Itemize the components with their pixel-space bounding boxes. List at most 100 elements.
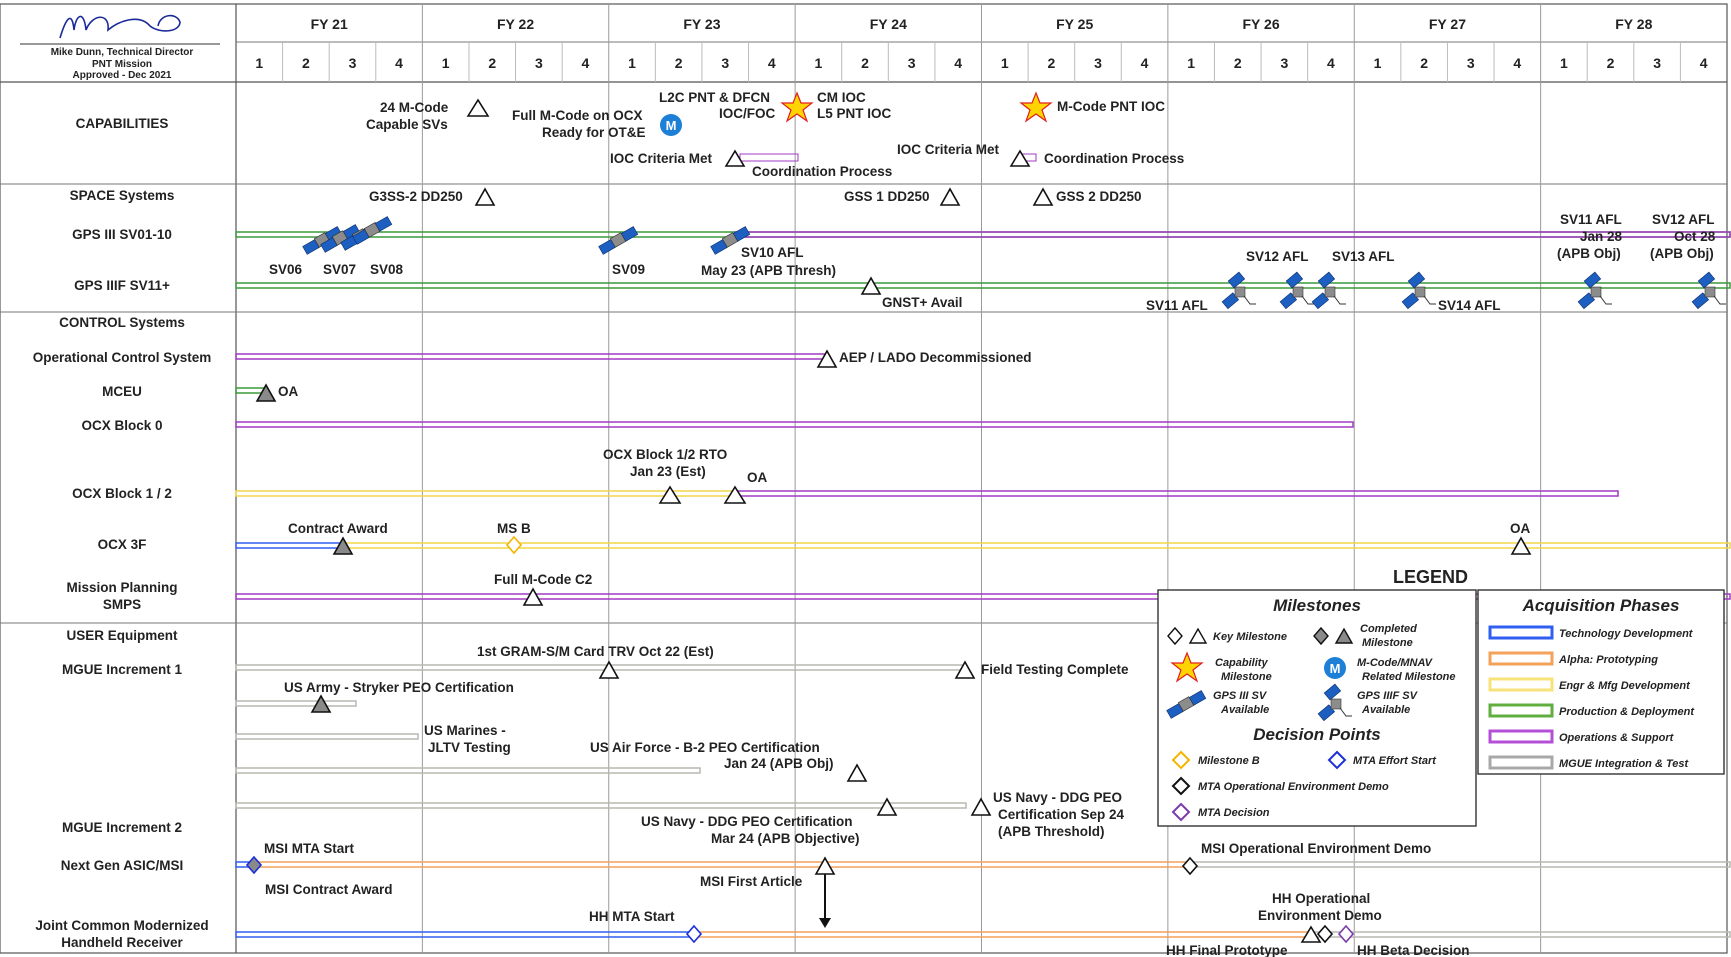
completed-triangle-icon: [1334, 627, 1354, 644]
fiscal-year-label: FY 28: [1615, 16, 1652, 32]
ann-capable-svs: Capable SVs: [366, 117, 448, 132]
phase-label: Technology Development: [1559, 628, 1694, 640]
ann-gss1: GSS 1 DD250: [844, 189, 930, 204]
decision-diamonds: [245, 535, 1355, 944]
mta-start-diamond-icon: [1327, 750, 1347, 770]
svg-text:Capability: Capability: [1215, 657, 1268, 669]
row-ocx-3f: OCX 3F: [98, 537, 147, 552]
quarter-label: 3: [1467, 55, 1475, 71]
phase-swatch: [1488, 729, 1554, 744]
triangle-milestone-icon: [816, 349, 838, 368]
quarter-label: 3: [1280, 55, 1288, 71]
quarter-label: 2: [1047, 55, 1055, 71]
ann-coord-2: Coordination Process: [1044, 151, 1184, 166]
phase-label: Engr & Mfg Development: [1559, 680, 1691, 692]
completed-triangle-icon: [332, 536, 354, 555]
svg-text:Key Milestone: Key Milestone: [1213, 631, 1287, 643]
ann-ioc-criteria-2: IOC Criteria Met: [897, 142, 1000, 157]
triangle-milestone-icon: [954, 660, 976, 679]
fiscal-year-label: FY 24: [870, 16, 907, 32]
triangle-milestone-icon: [970, 797, 992, 816]
ann-coord-1: Coordination Process: [752, 164, 892, 179]
ann-marines-1: US Marines -: [424, 723, 506, 738]
ann-sv13-afl: SV13 AFL: [1332, 249, 1395, 264]
svg-text:Milestone B: Milestone B: [1198, 755, 1260, 767]
satellite-gps-iiif-icon: [1221, 271, 1257, 310]
phase-swatch: [1488, 677, 1554, 692]
ann-ocx-rto-2: Jan 23 (Est): [630, 464, 706, 479]
ann-ms-b: MS B: [497, 521, 531, 536]
quarter-label: 4: [395, 55, 403, 71]
quarter-label: 1: [1374, 55, 1382, 71]
row-control-systems: CONTROL Systems: [59, 315, 185, 330]
annotations: 24 M-Code Capable SVs Full M-Code on OCX…: [264, 90, 1716, 957]
ann-sv14-afl: SV14 AFL: [1438, 298, 1501, 313]
ann-sv12-obj: (APB Obj): [1650, 246, 1714, 261]
milestone-triangles: [466, 98, 1532, 943]
quarter-label: 1: [442, 55, 450, 71]
quarter-label: 2: [675, 55, 683, 71]
svg-text:Milestone: Milestone: [1221, 671, 1272, 683]
ann-gss2: GSS 2 DD250: [1056, 189, 1142, 204]
triangle-milestone-icon: [860, 276, 882, 295]
triangle-milestone-icon: [1510, 536, 1532, 555]
triangle-milestone-icon: [658, 485, 682, 504]
phase-swatch: [1488, 703, 1554, 718]
ann-sv08: SV08: [370, 262, 404, 277]
m-code-circle-icon: [1324, 657, 1346, 679]
quarter-label: 1: [815, 55, 823, 71]
ann-first-gram: 1st GRAM-S/M Card TRV Oct 22 (Est): [477, 644, 714, 659]
ann-full-mcode-c2: Full M-Code C2: [494, 572, 592, 587]
quarter-label: 2: [1234, 55, 1242, 71]
ann-hh-beta: HH Beta Decision: [1357, 943, 1470, 957]
capability-star-icon: [780, 91, 814, 123]
row-mgue-inc2: MGUE Increment 2: [62, 820, 182, 835]
row-ocx-b0: OCX Block 0: [81, 418, 162, 433]
ann-navy-a1: US Navy - DDG PEO: [993, 790, 1122, 805]
triangle-icon: [1188, 627, 1208, 644]
quarter-label: 4: [768, 55, 776, 71]
quarter-label: 3: [535, 55, 543, 71]
ann-hh-final: HH Final Prototype: [1166, 943, 1288, 957]
ann-sv11-afl-a: SV11 AFL: [1146, 298, 1208, 313]
ann-contract-award: Contract Award: [288, 521, 388, 536]
ann-af-1: US Air Force - B-2 PEO Certification: [590, 740, 820, 755]
row-next-gen: Next Gen ASIC/MSI: [61, 858, 184, 873]
ann-ocx-oa: OA: [747, 470, 768, 485]
legend-decision-title: Decision Points: [1253, 725, 1381, 744]
phase-swatch: [1488, 651, 1554, 666]
quarter-label: 2: [488, 55, 496, 71]
fiscal-year-label: FY 21: [311, 16, 348, 32]
capability-star-icon: [1019, 91, 1053, 123]
svg-text:MTA Effort Start: MTA Effort Start: [1353, 755, 1437, 767]
ann-ocx3f-oa: OA: [1510, 521, 1531, 536]
ann-army: US Army - Stryker PEO Certification: [284, 680, 514, 695]
ann-ready-ote: Ready for OT&E: [542, 125, 646, 140]
ann-sv12-date: Oct 28: [1674, 229, 1716, 244]
completed-diamond-icon: [1313, 626, 1329, 646]
quarter-label: 1: [255, 55, 263, 71]
ann-hh-oed-2: Environment Demo: [1258, 908, 1382, 923]
triangle-milestone-icon: [814, 856, 836, 875]
legend-milestones-title: Milestones: [1273, 596, 1361, 615]
row-ocs: Operational Control System: [33, 350, 212, 365]
ann-msi-first: MSI First Article: [700, 874, 803, 889]
ann-aep: AEP / LADO Decommissioned: [839, 350, 1032, 365]
ann-sv06: SV06: [269, 262, 303, 277]
quarter-label: 3: [721, 55, 729, 71]
triangle-milestone-icon: [522, 587, 544, 606]
legend-heading: LEGEND: [1393, 567, 1468, 587]
ann-msi-contract: MSI Contract Award: [265, 882, 393, 897]
ann-sv11-obj: (APB Obj): [1557, 246, 1621, 261]
quarter-label: 2: [302, 55, 310, 71]
gps-iii-satellites: [302, 216, 751, 255]
ms-b-diamond-icon: [1171, 750, 1191, 770]
mta-oed-diamond-icon: [1181, 856, 1199, 876]
triangle-milestone-icon: [1300, 925, 1322, 943]
row-space-systems: SPACE Systems: [70, 188, 175, 203]
triangle-milestone-icon: [846, 763, 868, 782]
legend-phases-title: Acquisition Phases: [1522, 596, 1680, 615]
ann-m-code-24: 24 M-Code: [380, 100, 449, 115]
quarter-label: 4: [1513, 55, 1521, 71]
